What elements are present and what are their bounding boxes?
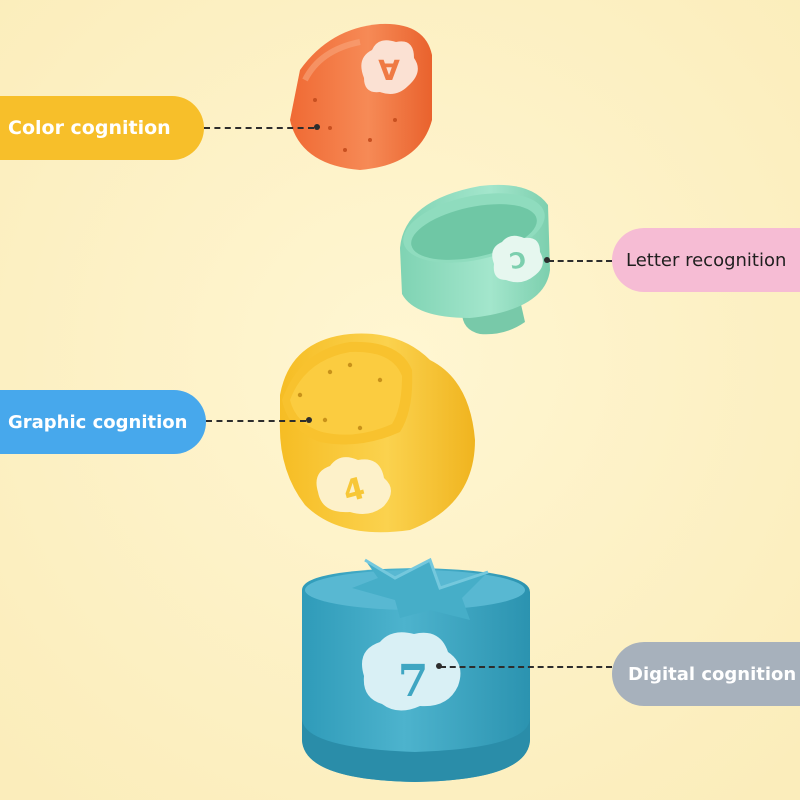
letter-recognition-label: Letter recognition [612,228,800,292]
cup-symbol-7: 7 [398,656,429,707]
digital-cognition-label: Digital cognition [612,642,800,706]
letter-recognition-dot [544,257,550,263]
green-cup: C [400,184,550,335]
color-cognition-text: Color cognition [8,117,171,139]
letter-recognition-text: Letter recognition [626,249,787,271]
digital-cognition-leader [440,666,612,668]
digital-cognition-text: Digital cognition [628,663,797,685]
graphic-cognition-dot [306,417,312,423]
graphic-cognition-label: Graphic cognition [0,390,206,454]
cup-symbol-c: C [507,245,527,272]
graphic-cognition-text: Graphic cognition [8,411,188,433]
orange-cup: A [290,23,432,171]
color-cognition-label: Color cognition [0,96,204,160]
letter-recognition-leader [548,260,612,262]
blue-cup: 7 [302,557,530,782]
graphic-cognition-leader [206,420,306,422]
digital-cognition-dot [436,663,442,669]
star-top [352,560,488,620]
cloud-4-icon: 4 [316,457,391,514]
cloud-a-icon: A [361,40,418,94]
cloud-7-icon: 7 [362,632,461,711]
cloud-c-icon: C [492,235,543,283]
color-cognition-leader [204,127,314,129]
yellow-cup: 4 [279,333,475,533]
cup-symbol-a: A [378,53,400,86]
color-cognition-dot [314,124,320,130]
